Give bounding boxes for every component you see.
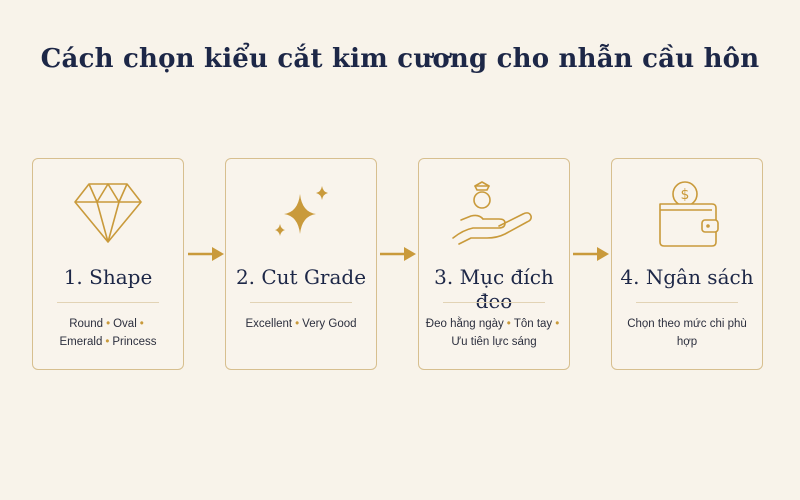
description-item: Tôn tay: [513, 318, 553, 330]
description-item: Round: [69, 318, 104, 330]
step-description: Round•Oval• Emerald•Princess: [37, 315, 179, 351]
svg-text:$: $: [681, 187, 690, 203]
description-line: Round•Oval•: [37, 315, 179, 333]
separator-dot: •: [106, 318, 111, 330]
description-line: Excellent•Very Good: [230, 315, 372, 333]
divider: [57, 302, 159, 303]
separator-dot: •: [295, 318, 300, 330]
divider: [443, 302, 545, 303]
step-description: Chọn theo mức chi phù hợp: [616, 315, 758, 351]
description-item: Princess: [112, 336, 157, 348]
description-item: Ưu tiên lực sáng: [451, 336, 537, 348]
diamond-icon: [33, 177, 183, 249]
step-description: Excellent•Very Good: [230, 315, 372, 333]
page-title: Cách chọn kiểu cắt kim cương cho nhẫn cầ…: [40, 44, 760, 74]
step-heading: 1. Shape: [63, 265, 153, 289]
hand-ring-icon: [419, 177, 569, 249]
description-item: Oval: [113, 318, 137, 330]
description-line: Ưu tiên lực sáng: [423, 333, 565, 351]
description-item: Chọn theo mức chi phù hợp: [627, 318, 747, 348]
separator-dot: •: [555, 318, 560, 330]
step-heading: 2. Cut Grade: [235, 265, 367, 289]
description-line: Đeo hằng ngày•Tôn tay•: [423, 315, 565, 333]
description-item: Đeo hằng ngày: [425, 318, 504, 330]
sparkle-icon: [226, 177, 376, 249]
wallet-icon: $: [612, 177, 762, 249]
description-line: Chọn theo mức chi phù hợp: [616, 315, 758, 351]
step-card-budget: $ 4. Ngân sách Chọn theo mức chi phù hợp: [611, 158, 763, 370]
arrow-right-icon: [380, 247, 416, 261]
description-item: Excellent: [245, 318, 293, 330]
arrow-right-icon: [188, 247, 224, 261]
separator-dot: •: [105, 336, 110, 348]
description-line: Emerald•Princess: [37, 333, 179, 351]
divider: [636, 302, 738, 303]
separator-dot: •: [506, 318, 511, 330]
description-item: Very Good: [302, 318, 357, 330]
separator-dot: •: [139, 318, 144, 330]
arrow-right-icon: [573, 247, 609, 261]
step-description: Đeo hằng ngày•Tôn tay• Ưu tiên lực sáng: [423, 315, 565, 351]
step-card-shape: 1. Shape Round•Oval• Emerald•Princess: [32, 158, 184, 370]
step-heading: 4. Ngân sách: [620, 265, 754, 289]
step-card-cut-grade: 2. Cut Grade Excellent•Very Good: [225, 158, 377, 370]
description-item: Emerald: [59, 336, 103, 348]
divider: [250, 302, 352, 303]
step-heading: 3. Mục đích đeo: [434, 265, 554, 313]
step-card-purpose: 3. Mục đích đeo Đeo hằng ngày•Tôn tay• Ư…: [418, 158, 570, 370]
